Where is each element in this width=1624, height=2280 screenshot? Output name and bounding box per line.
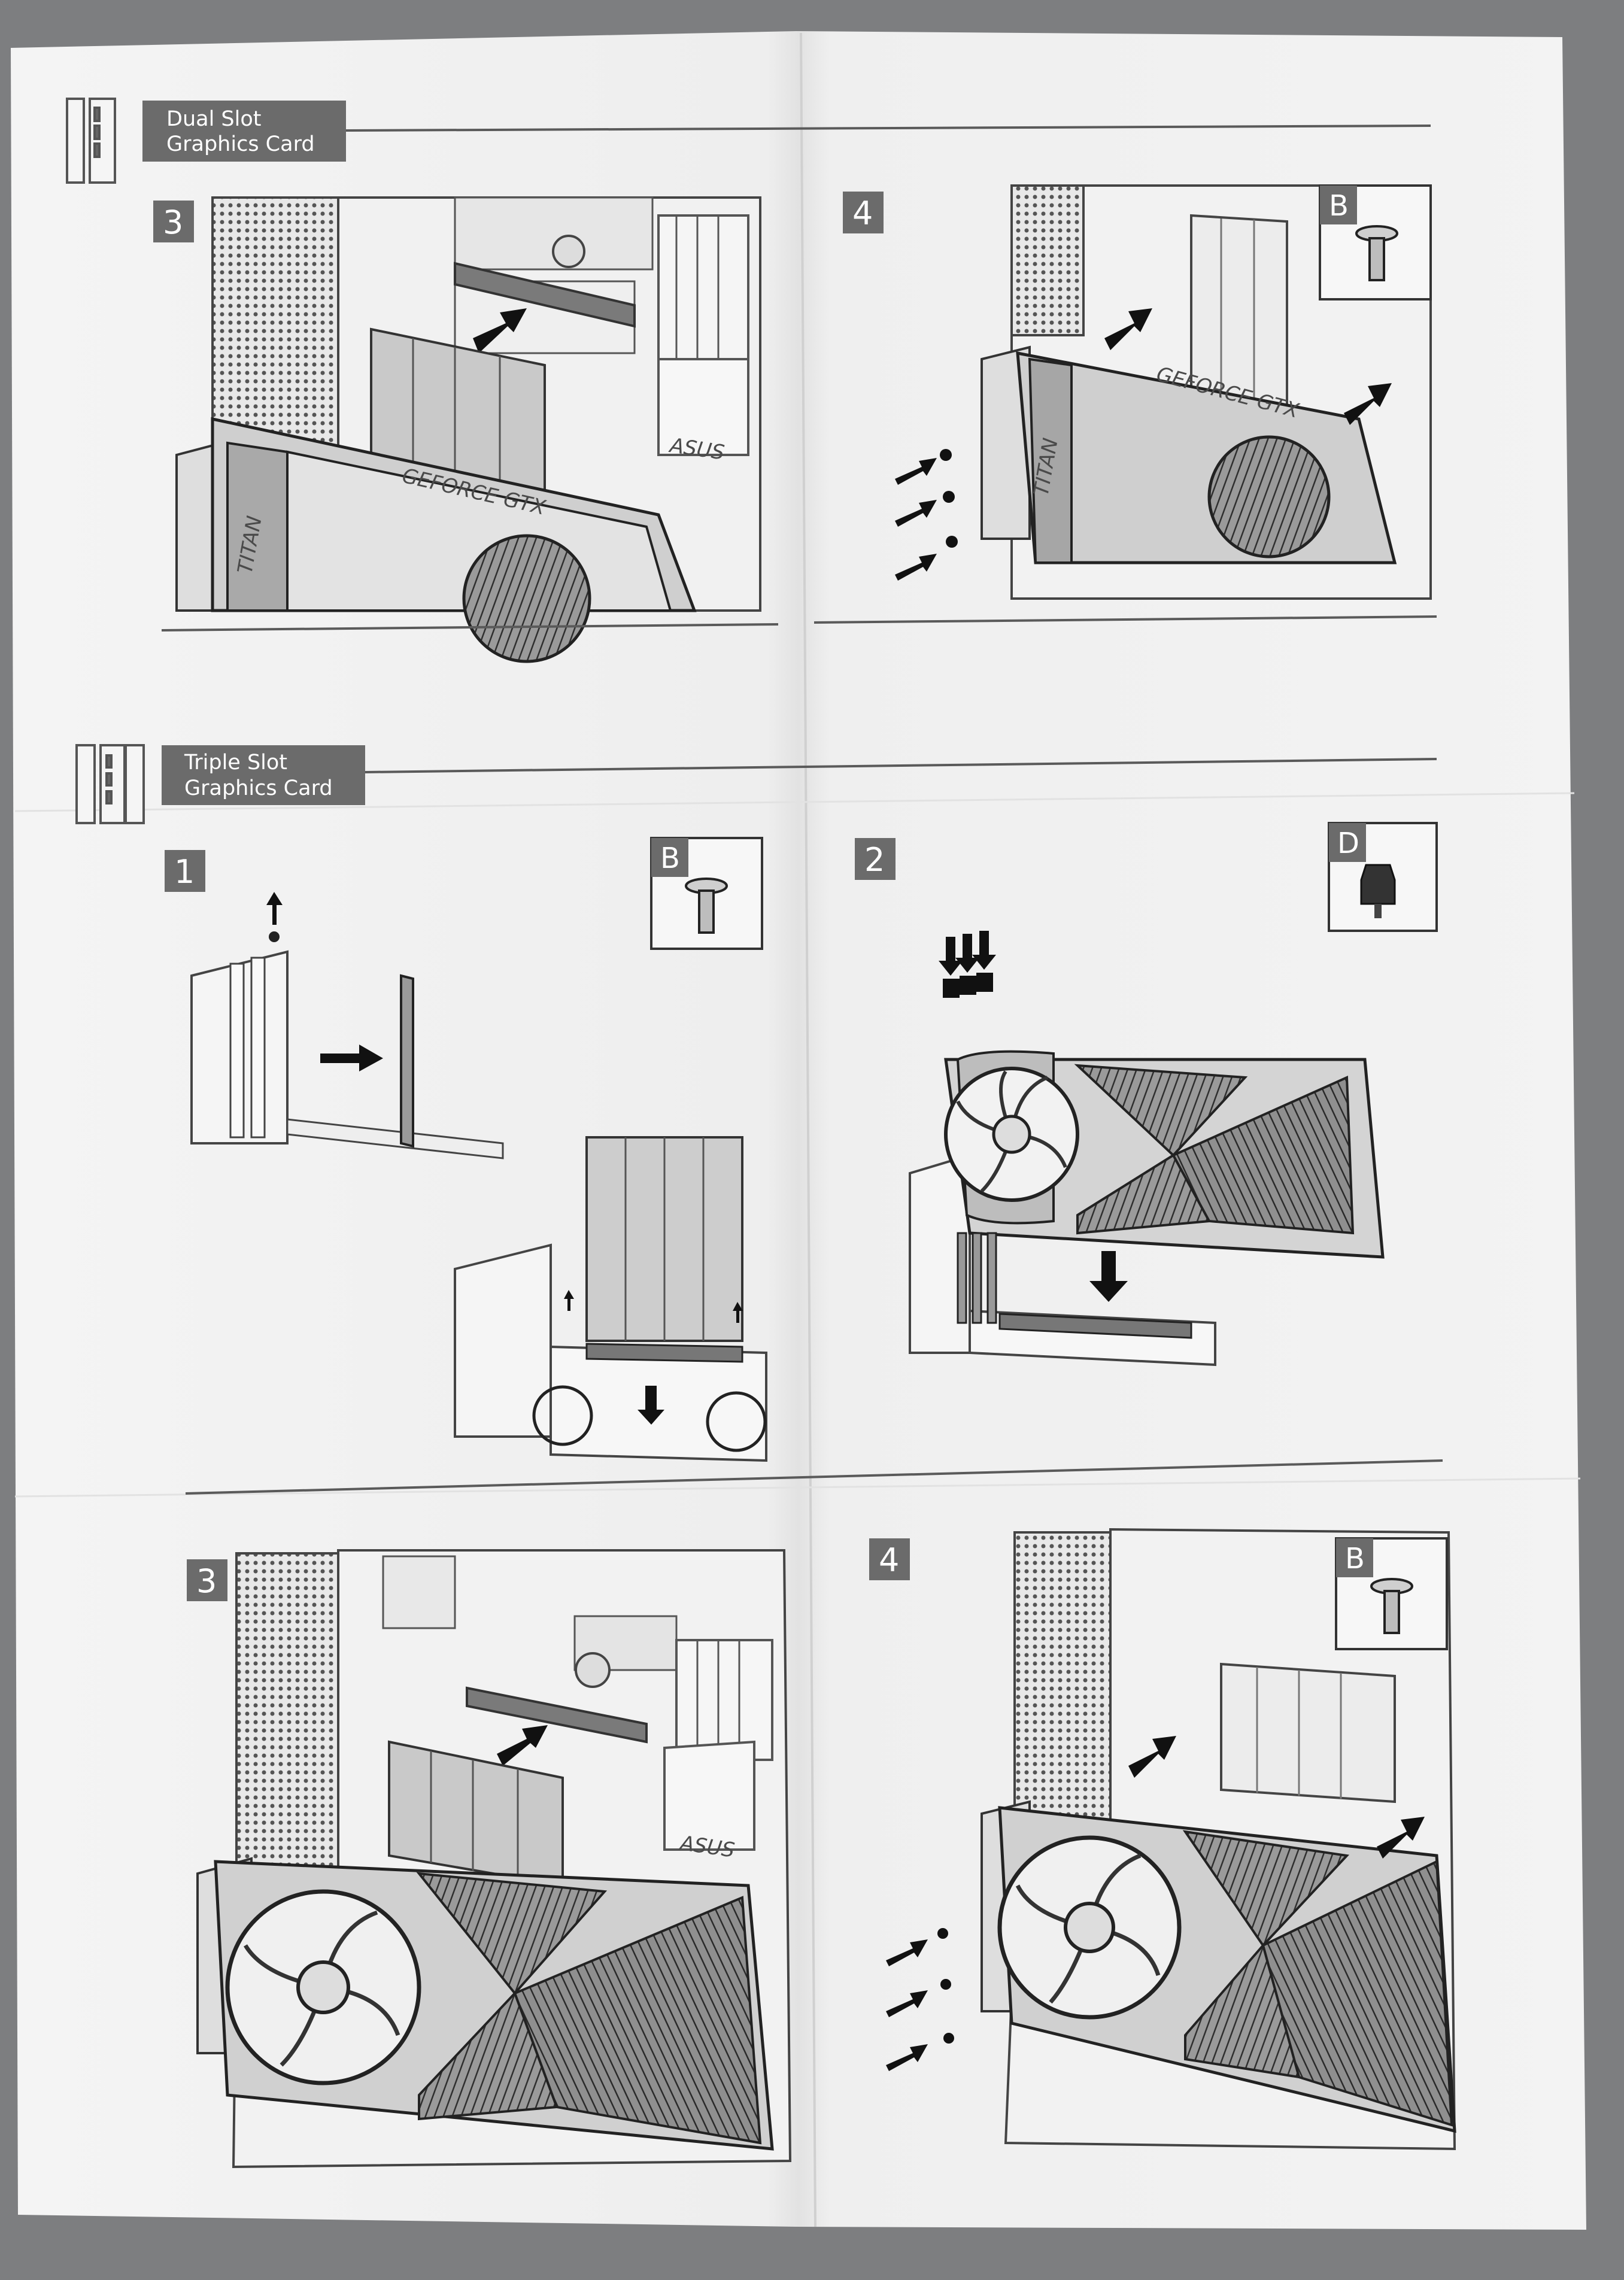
part-d-label: D [1337,827,1359,860]
section-title-line1: Triple Slot [184,751,287,775]
section-rule [365,758,1437,773]
step-badge [153,201,194,242]
insert-arrow [473,308,527,353]
step-badge [869,1538,910,1580]
step-number: 4 [852,195,873,232]
triple-step-1-illustration: 1 B [165,837,767,1462]
down-arrow [638,1386,664,1425]
dual-step-4-illustration: 4 B TITAN GEFORCE GTX [813,184,1437,624]
standoff-arrows [939,931,996,998]
section-header-triple-slot: Triple Slot Graphics Card [75,744,1437,824]
screw-b-icon [1355,225,1398,281]
triple-slot-card-icon [75,744,145,824]
triple-step-3-illustration: 3 ASUS [187,1549,792,2169]
screw-arrows [895,449,958,581]
standoff-d-icon [1360,864,1396,918]
triple-step-2-illustration: 2 D [185,822,1443,1495]
detail-circle [706,1391,767,1452]
step-number: 3 [163,204,183,241]
step-number: 3 [196,1562,217,1600]
screw-arrows [886,1928,954,2071]
dual-step-3-illustration: 3 ASUS TITAN GEFORCE GTX [153,196,779,663]
move-arrow [320,1045,383,1071]
horizontal-fold-line-2 [14,1477,1581,1498]
triple-step-4-illustration: 4 B [869,1528,1456,2151]
lift-arrow [1128,1736,1176,1778]
step-badge [165,850,205,892]
down-arrow [1089,1251,1128,1302]
section-label-box [142,101,346,162]
remove-arrow [266,892,283,925]
section-title-line1: Dual Slot [166,107,262,131]
step-number: 4 [879,1541,899,1579]
dual-slot-card-icon [66,98,116,184]
detail-circle [532,1385,593,1446]
vertical-fold-line [800,32,816,2227]
part-b-label: B [660,842,680,875]
screw-b-icon [685,878,728,934]
section-label-box [162,745,365,805]
step-number: 2 [864,841,885,879]
step-number: 1 [174,853,195,891]
part-b-label: B [1345,1542,1365,1575]
section-title-line2: Graphics Card [184,776,333,800]
step-badge [843,192,884,233]
step-badge [855,838,896,880]
lift-arrow [1344,383,1392,425]
screw-b-icon [1370,1578,1413,1634]
section-rule [345,125,1431,132]
part-b-label: B [1329,189,1349,223]
lift-arrow [1104,308,1152,350]
section-title-line2: Graphics Card [166,132,315,156]
step-badge [187,1559,227,1601]
section-header-dual-slot: Dual Slot Graphics Card [66,98,1431,184]
lift-arrow [1377,1817,1425,1859]
insert-arrow [497,1725,548,1766]
horizontal-fold-line-1 [14,792,1575,812]
